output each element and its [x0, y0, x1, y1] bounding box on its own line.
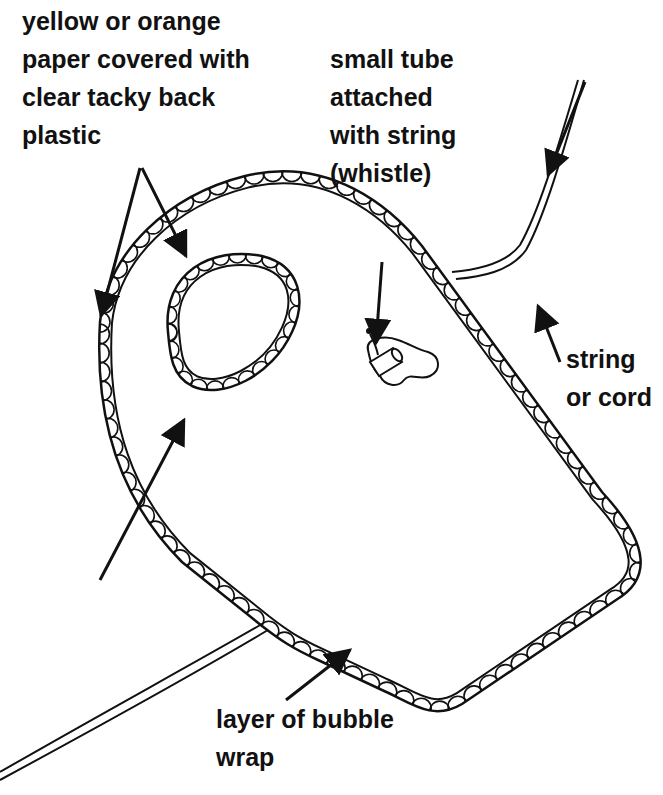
material-label: yellow or orange paper covered with clea…	[22, 2, 262, 154]
vest-body	[89, 162, 650, 722]
string-label: string or cord	[566, 340, 659, 416]
head-hole	[159, 245, 308, 399]
string-cord	[452, 80, 584, 279]
whistle-label: small tube attached with string (whistle…	[330, 40, 478, 192]
bubble-wrap-label: layer of bubble wrap	[216, 700, 394, 776]
